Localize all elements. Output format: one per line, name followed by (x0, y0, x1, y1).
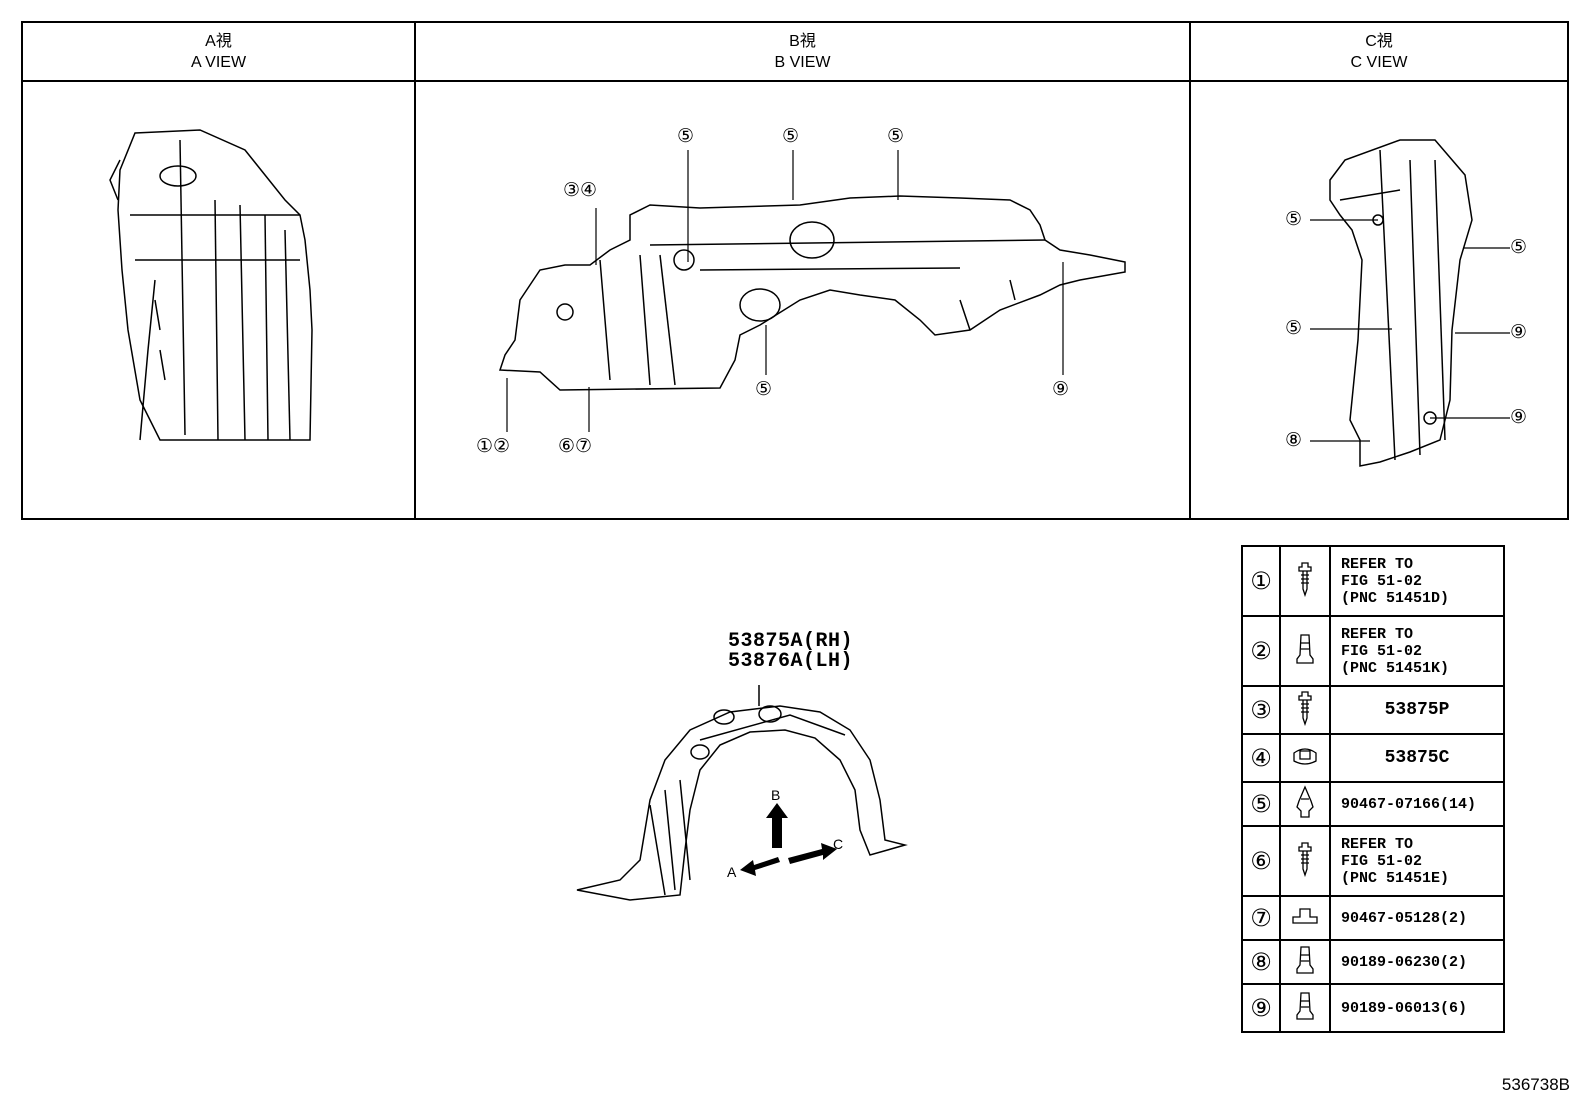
a-view-title-en: A VIEW (190, 54, 247, 71)
c-callout-8: ⑧ (1285, 429, 1303, 451)
c-view-header: C視 C VIEW (1190, 31, 1568, 73)
legend-row: ③ 53875P (1241, 685, 1505, 735)
grommet-icon (1296, 945, 1314, 974)
screw-icon (1298, 561, 1312, 597)
b-view-leaders (506, 150, 1064, 432)
callout-6-7: ⑥⑦ (558, 435, 593, 457)
c-view-title-en: C VIEW (1350, 54, 1408, 71)
legend-row: ② REFER TO FIG 51-02 (PNC 51451K) (1241, 615, 1505, 687)
grommet-icon (1296, 633, 1314, 664)
c-view-title-jp: C視 (1365, 33, 1393, 50)
part-number-rh: 53875A(RH) (728, 630, 854, 653)
direction-label-b: B (771, 787, 781, 803)
nut-icon (1293, 747, 1317, 765)
view-frames (21, 21, 1569, 520)
legend-reference: 53875P (1329, 685, 1505, 735)
b-view-title-en: B VIEW (774, 54, 831, 71)
callout-5-c: ⑤ (887, 125, 905, 147)
fastener-legend-table: ① REFER TO FIG 51-02 (PNC 51451D) ② REFE… (1241, 545, 1505, 1033)
legend-number: ④ (1241, 733, 1281, 783)
legend-reference: REFER TO FIG 51-02 (PNC 51451K) (1329, 615, 1505, 687)
legend-number: ⑧ (1241, 939, 1281, 985)
legend-row: ⑤ 90467-07166(14) (1241, 781, 1505, 827)
legend-reference: 90467-05128(2) (1329, 895, 1505, 941)
arrow-c-icon (788, 843, 837, 864)
c-callout-9-right-bottom: ⑨ (1510, 406, 1528, 428)
screw-icon (1298, 841, 1312, 877)
b-view-drawing (498, 195, 1126, 391)
callout-5-a: ⑤ (677, 125, 695, 147)
legend-row: ⑦ 90467-05128(2) (1241, 895, 1505, 941)
c-callout-5-left-top: ⑤ (1285, 208, 1303, 230)
callout-1-2: ①② (476, 435, 511, 457)
a-view-drawing (109, 129, 313, 441)
legend-number: ② (1241, 615, 1281, 687)
direction-label-c: C (833, 836, 844, 852)
legend-reference: 53875C (1329, 733, 1505, 783)
legend-number: ⑤ (1241, 781, 1281, 827)
legend-row: ⑨ 90189-06013(6) (1241, 983, 1505, 1033)
a-view-header: A視 A VIEW (22, 31, 415, 73)
a-view-title-jp: A視 (205, 33, 232, 50)
callout-5-d: ⑤ (755, 378, 773, 400)
c-callout-5-right: ⑤ (1510, 236, 1528, 258)
legend-row: ① REFER TO FIG 51-02 (PNC 51451D) (1241, 545, 1505, 617)
arrow-a-icon (740, 857, 780, 876)
legend-number: ① (1241, 545, 1281, 617)
legend-row: ④ 53875C (1241, 733, 1505, 783)
legend-number: ⑦ (1241, 895, 1281, 941)
c-callout-9-right-mid: ⑨ (1510, 321, 1528, 343)
catalog-code: 536738B (1501, 1075, 1570, 1094)
clip-icon (1296, 784, 1314, 818)
legend-row: ⑥ REFER TO FIG 51-02 (PNC 51451E) (1241, 825, 1505, 897)
callout-9: ⑨ (1052, 378, 1070, 400)
legend-row: ⑧ 90189-06230(2) (1241, 939, 1505, 985)
arrow-b-icon (766, 803, 788, 848)
callout-3-4: ③④ (563, 179, 598, 201)
c-view-drawing (1329, 139, 1473, 467)
legend-reference: REFER TO FIG 51-02 (PNC 51451D) (1329, 545, 1505, 617)
grommet-icon (1296, 991, 1314, 1020)
b-view-title-jp: B視 (789, 33, 816, 50)
legend-reference: 90189-06013(6) (1329, 983, 1505, 1033)
u-nut-icon (1292, 907, 1318, 924)
direction-label-a: A (727, 864, 737, 880)
legend-number: ③ (1241, 685, 1281, 735)
callout-5-b: ⑤ (782, 125, 800, 147)
fender-liner-drawing (576, 685, 908, 901)
c-callout-5-left-mid: ⑤ (1285, 317, 1303, 339)
c-view-leaders (1310, 219, 1510, 442)
b-view-header: B視 B VIEW (415, 31, 1190, 73)
legend-number: ⑨ (1241, 983, 1281, 1033)
legend-reference: 90467-07166(14) (1329, 781, 1505, 827)
legend-reference: REFER TO FIG 51-02 (PNC 51451E) (1329, 825, 1505, 897)
screw-icon (1298, 690, 1312, 726)
direction-arrows (740, 803, 837, 876)
legend-reference: 90189-06230(2) (1329, 939, 1505, 985)
legend-number: ⑥ (1241, 825, 1281, 897)
part-number-lh: 53876A(LH) (728, 650, 854, 673)
